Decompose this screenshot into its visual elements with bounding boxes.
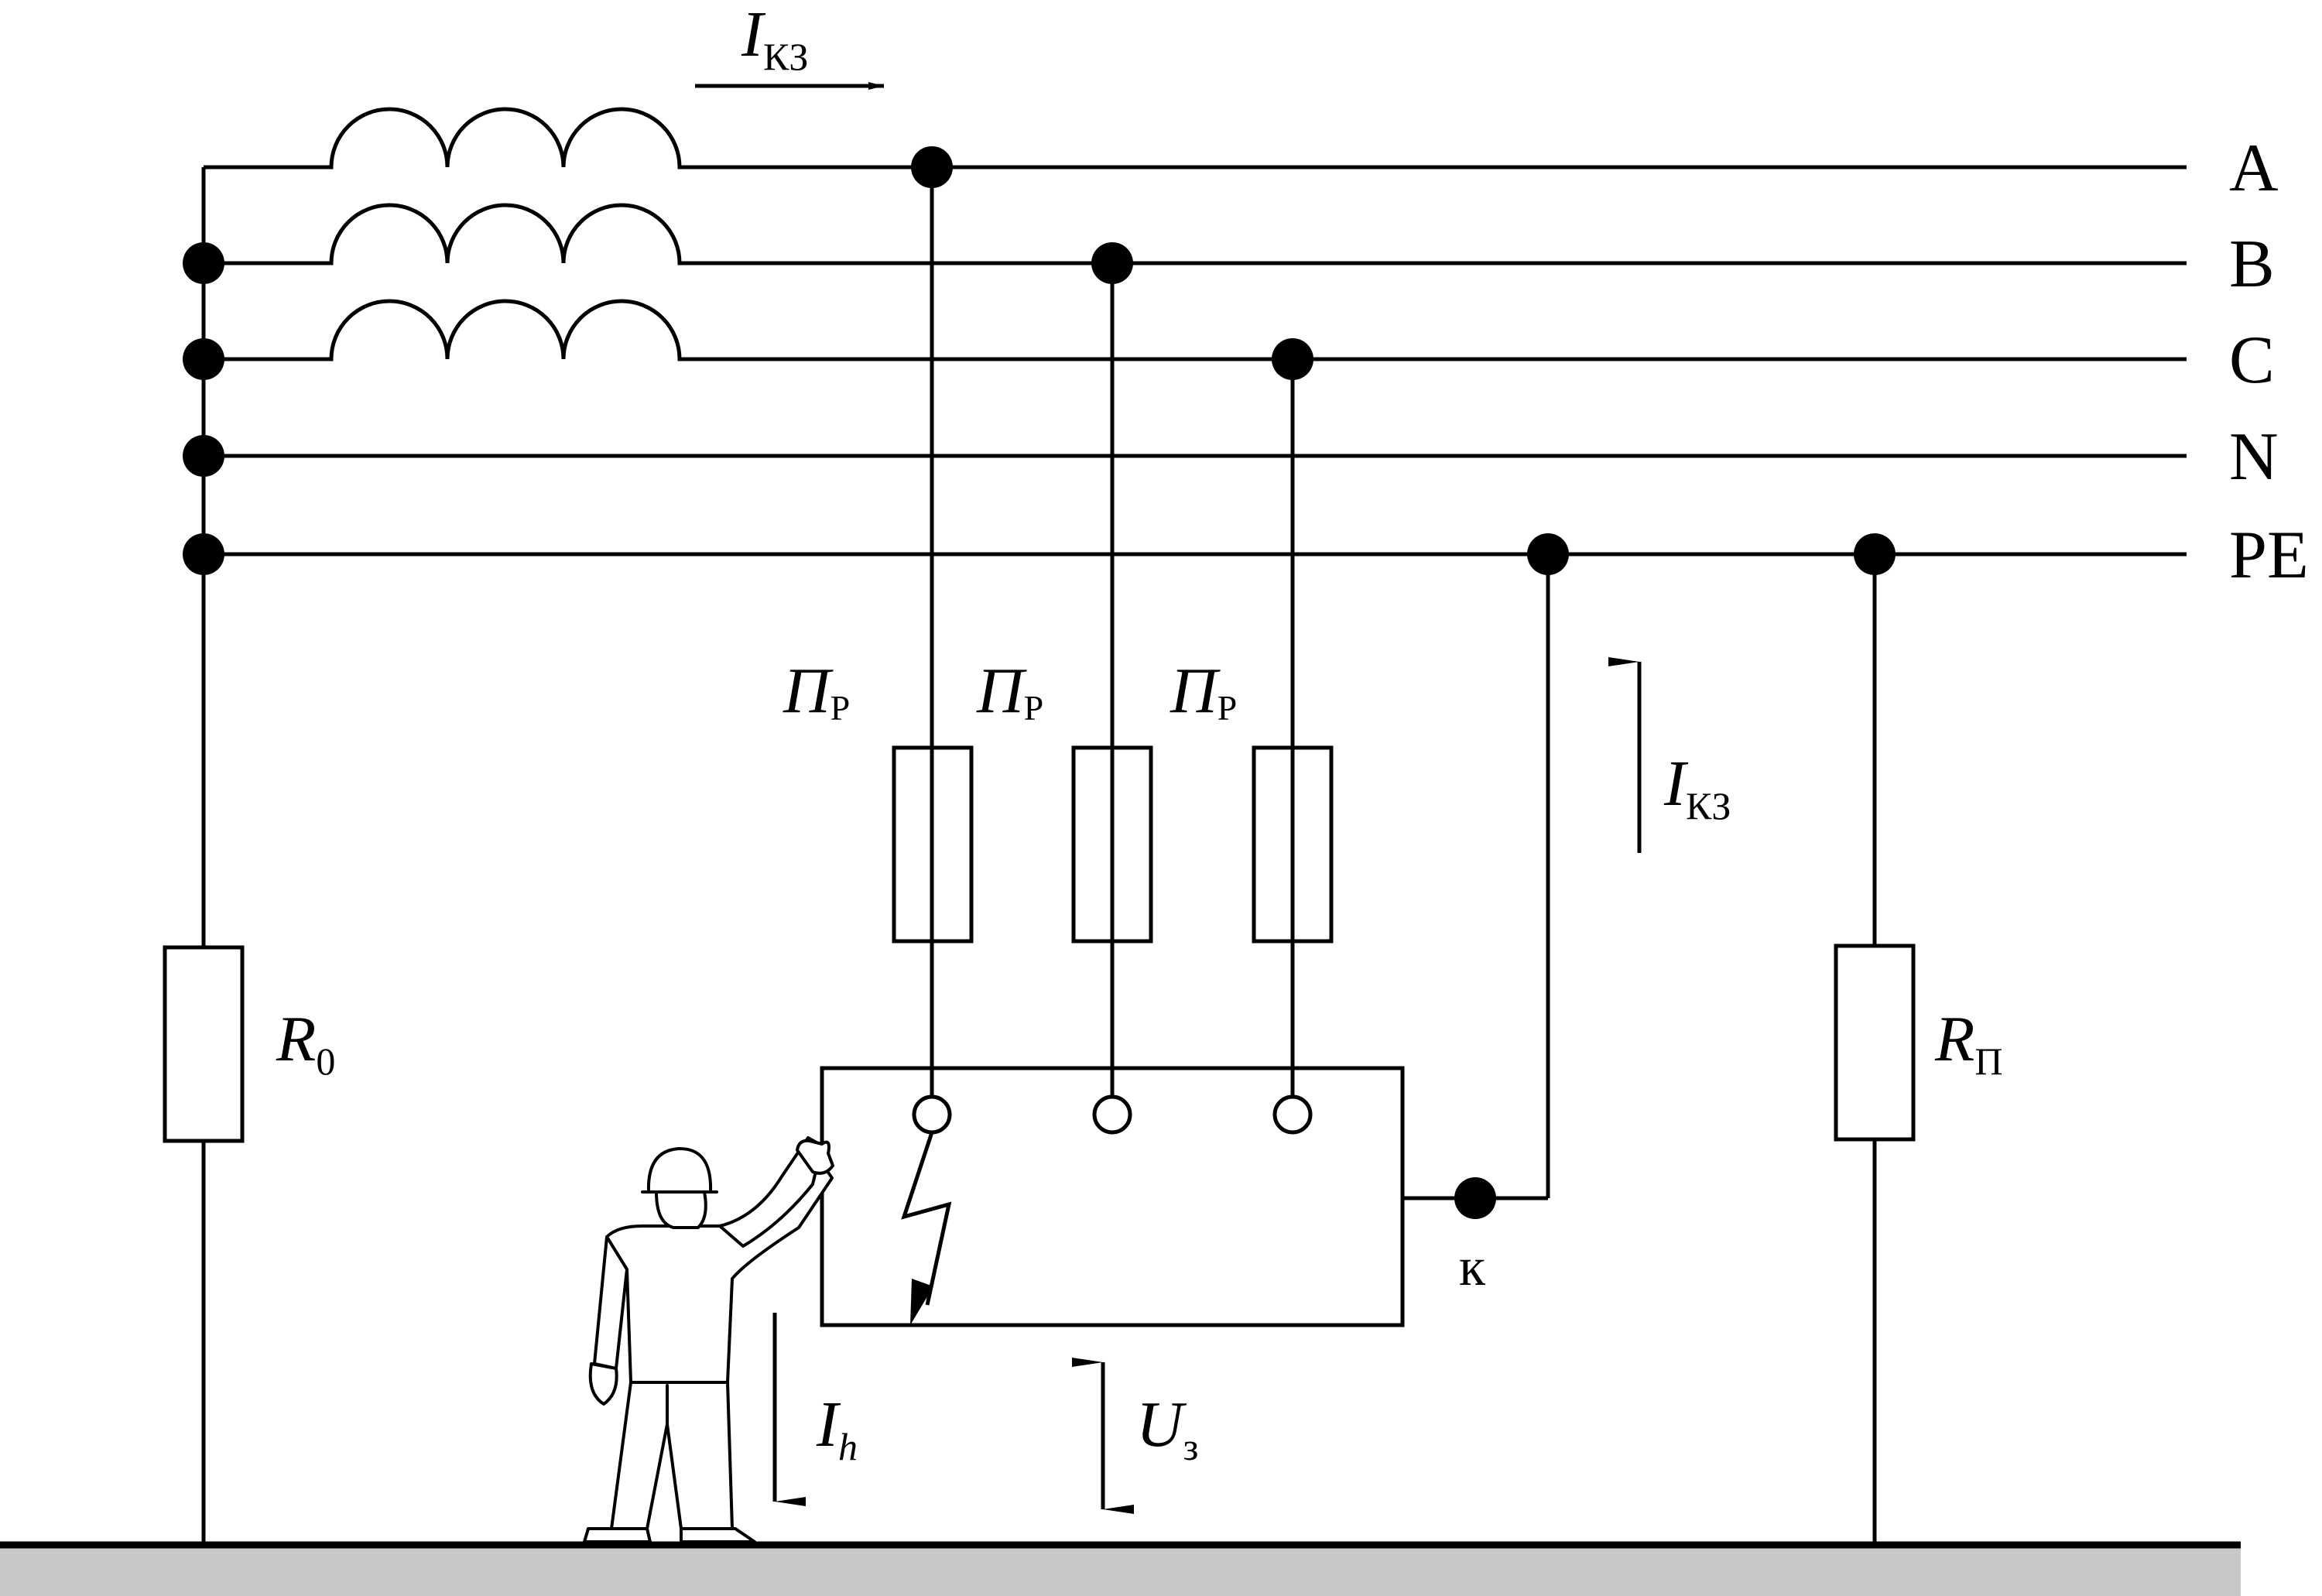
- line-label-pe: PE: [2229, 518, 2309, 593]
- transformer-windings: [204, 107, 2187, 361]
- top-current-label: IКЗ: [741, 0, 808, 78]
- line-label-b: B: [2229, 227, 2275, 302]
- fuse-b-label: ПР: [976, 655, 1043, 728]
- rp-resistor: [1834, 944, 1916, 1142]
- repeat-ground: [1854, 533, 1896, 1545]
- pe-to-enclosure: [1402, 533, 1569, 1219]
- worker-figure-icon: [583, 1136, 834, 1543]
- ih-label: Ih: [816, 1389, 858, 1468]
- r0-label: R0: [276, 1003, 335, 1083]
- u3-label: Uз: [1136, 1389, 1198, 1468]
- fuse-a-label: ПР: [783, 655, 850, 728]
- rp-label: RП: [1934, 1003, 2002, 1083]
- line-label-n: N: [2229, 420, 2279, 495]
- right-current-label: IКЗ: [1663, 748, 1731, 827]
- fault-lightning-icon: [901, 1132, 952, 1325]
- line-label-a: A: [2229, 131, 2279, 206]
- fuses: [892, 745, 1334, 944]
- line-label-c: C: [2229, 323, 2275, 398]
- point-k-label: к: [1459, 1238, 1486, 1297]
- fuse-c-label: ПР: [1170, 655, 1237, 728]
- enclosure-terminals: [912, 1094, 1313, 1135]
- ground-band: [0, 1545, 2241, 1596]
- left-bus-junctions: [183, 242, 224, 575]
- phase-taps: [911, 146, 1313, 1115]
- r0-resistor: [163, 945, 245, 1143]
